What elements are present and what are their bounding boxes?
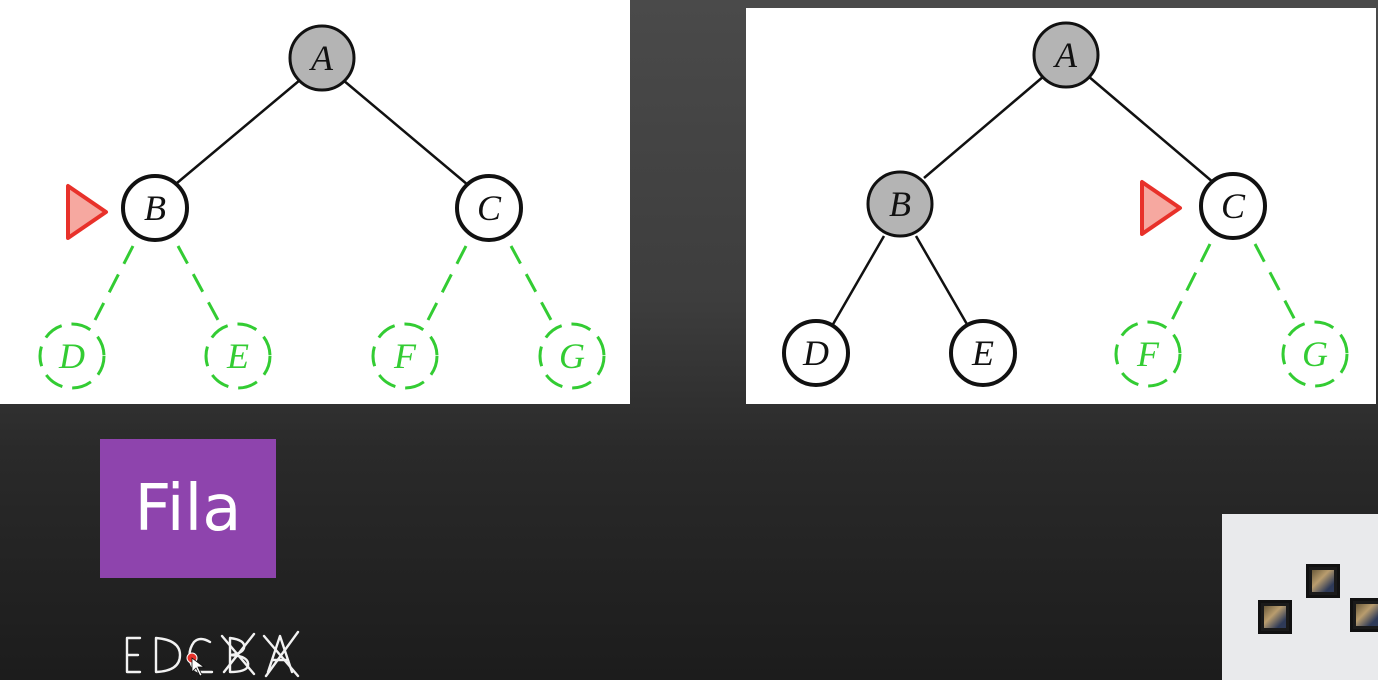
wall-picture-frame — [1258, 600, 1292, 634]
queue-title-box: Fila — [100, 439, 276, 578]
edge-a-b — [923, 75, 1045, 179]
node-a-label: A — [1053, 35, 1078, 75]
edge-c-f — [426, 245, 468, 321]
edge-b-d — [830, 235, 886, 327]
node-b: B — [121, 174, 189, 242]
node-b: B — [866, 170, 934, 238]
node-d-label: D — [802, 333, 829, 373]
right-tree-diagram: A B C D E F G — [782, 21, 1349, 388]
edge-a-c — [342, 79, 469, 186]
node-c-label: C — [477, 188, 502, 228]
node-a-circle — [288, 24, 356, 92]
queue-item-a-crossed — [262, 630, 300, 678]
node-d-label: D — [58, 336, 85, 376]
edge-c-f — [1170, 243, 1212, 321]
edge-a-b — [176, 79, 301, 184]
queue-item-b-crossed — [220, 632, 256, 676]
queue-item-d — [154, 636, 182, 674]
node-a: A — [288, 24, 356, 92]
node-e-circle — [949, 319, 1017, 387]
node-e: E — [204, 322, 272, 390]
node-f: F — [371, 322, 439, 390]
edge-c-g — [509, 245, 553, 321]
edge-b-e — [914, 235, 970, 327]
node-g: G — [538, 322, 606, 390]
node-a-circle — [1032, 21, 1100, 89]
left-tree-diagram: A B C D E F G — [38, 24, 606, 390]
node-d: D — [38, 322, 106, 390]
node-b-circle — [866, 170, 934, 238]
node-f-circle — [1114, 320, 1182, 388]
node-f-label: F — [1136, 334, 1160, 374]
node-f-circle — [371, 322, 439, 390]
node-g-label: G — [1302, 334, 1328, 374]
tree-edges — [93, 79, 553, 321]
node-c-circle — [455, 174, 523, 242]
queue-handwritten-contents — [125, 630, 300, 678]
right-tree-panel: A B C D E F G — [746, 8, 1376, 404]
node-c: C — [455, 174, 523, 242]
node-e-label: E — [226, 336, 249, 376]
node-f: F — [1114, 320, 1182, 388]
node-e-circle — [204, 322, 272, 390]
node-d-circle — [782, 319, 850, 387]
node-c-circle — [1199, 172, 1267, 240]
node-f-label: F — [393, 336, 417, 376]
node-d-circle — [38, 322, 106, 390]
edge-a-c — [1087, 75, 1215, 184]
node-d: D — [782, 319, 850, 387]
node-a-label: A — [309, 38, 334, 78]
node-g-circle — [538, 322, 606, 390]
left-tree-panel: A B C D E F G — [0, 0, 630, 404]
current-pointer-triangle-icon — [1140, 180, 1182, 236]
node-g-label: G — [559, 336, 585, 376]
node-b-circle — [121, 174, 189, 242]
wall-picture-frame — [1306, 564, 1340, 598]
queue-title: Fila — [134, 471, 242, 546]
webcam-overlay — [1222, 514, 1378, 680]
current-pointer-triangle-icon — [66, 184, 108, 240]
node-b-label: B — [889, 184, 911, 224]
mouse-cursor-icon — [191, 657, 206, 677]
edge-c-g — [1253, 243, 1297, 321]
node-e-label: E — [971, 333, 994, 373]
node-g: G — [1281, 320, 1349, 388]
node-g-circle — [1281, 320, 1349, 388]
node-e: E — [949, 319, 1017, 387]
node-c-label: C — [1221, 186, 1246, 226]
node-a: A — [1032, 21, 1100, 89]
tree-edges — [830, 75, 1297, 327]
node-c: C — [1199, 172, 1267, 240]
queue-item-e — [125, 636, 142, 674]
wall-picture-frame — [1350, 598, 1378, 632]
node-b-label: B — [144, 188, 166, 228]
edge-b-e — [176, 245, 220, 321]
edge-b-d — [93, 245, 135, 321]
